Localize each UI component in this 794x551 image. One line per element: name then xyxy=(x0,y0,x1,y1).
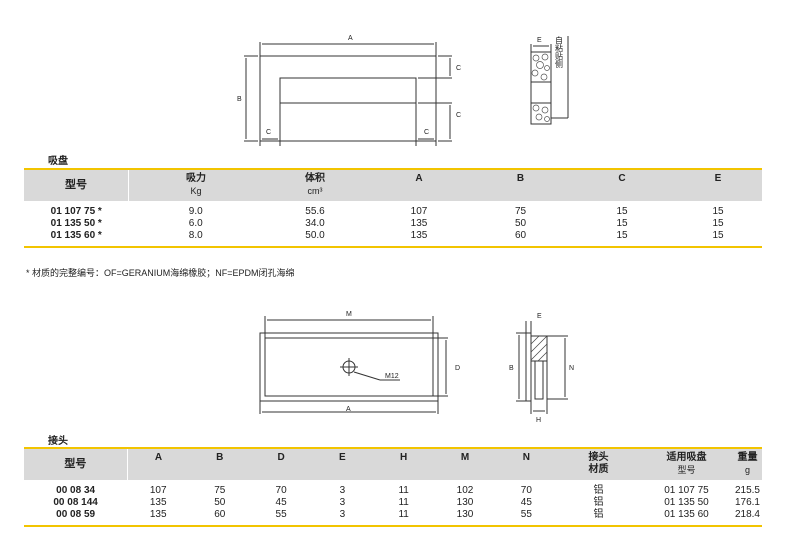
table-row: 00 08 144 135 50 45 3 11 130 45 铝 01 135… xyxy=(53,497,760,508)
connector-outer-outline xyxy=(259,332,439,402)
conn-dim-b-label: B xyxy=(509,365,514,372)
col-header: B xyxy=(216,452,224,463)
table-row: 01 135 60 * 8.0 50.0 135 60 15 15 xyxy=(50,230,724,241)
dim-c-label-1: C xyxy=(456,65,461,72)
conn-dim-a-label: A xyxy=(346,406,351,413)
dim-d-label: D xyxy=(455,365,460,372)
dim-c-label-3: C xyxy=(266,129,271,136)
table-row: 01 135 50 * 6.0 34.0 135 50 15 15 xyxy=(50,218,724,229)
col-header: D xyxy=(277,452,285,463)
dim-h-label: H xyxy=(536,417,541,424)
cup-outer-outline xyxy=(259,55,437,142)
connector-section-title: 接头 xyxy=(48,436,68,447)
col-header: M xyxy=(460,452,470,463)
adhesive-side-label: 自粘贴侧 xyxy=(555,35,564,69)
boss-hatching xyxy=(530,335,548,362)
table-row: 00 08 59 135 60 55 3 11 130 55 铝 01 135 … xyxy=(56,509,760,520)
dim-a-label: A xyxy=(348,35,353,42)
material-footnote: * 材质的完整编号：OF=GERANIUM海绵橡胶；NF=EPDM闭孔海绵 xyxy=(26,268,295,278)
col-header: A xyxy=(154,452,163,463)
col-header: H xyxy=(400,452,408,463)
dim-c-label-4: C xyxy=(424,129,429,136)
col-header: 型号 xyxy=(24,448,128,480)
thread-label: M12 xyxy=(385,373,399,380)
table-row: 00 08 34 107 75 70 3 11 102 70 铝 01 107 … xyxy=(56,485,760,496)
cup-inner-opening xyxy=(279,77,417,104)
col-header: A xyxy=(415,173,423,184)
col-header: 型号 xyxy=(24,169,129,201)
dim-c-label-2: C xyxy=(456,112,461,119)
dim-b-label: B xyxy=(237,96,242,103)
connector-inner-outline xyxy=(264,337,434,397)
col-header: B xyxy=(516,173,525,184)
dim-m-label: M xyxy=(346,311,352,318)
col-header: E xyxy=(714,173,722,184)
suction-cup-section-title: 吸盘 xyxy=(48,156,68,167)
cup-side-outline xyxy=(530,51,552,125)
table-row: 01 107 75 * 9.0 55.6 107 75 15 15 xyxy=(50,206,724,217)
dim-e-label: E xyxy=(537,37,542,44)
dim-n-label: N xyxy=(569,365,574,372)
col-header: C xyxy=(618,173,626,184)
col-header: 适用吸盘型号 xyxy=(666,452,707,475)
col-header: 接头 材质 xyxy=(588,452,609,475)
col-header: E xyxy=(339,452,346,463)
col-header: N xyxy=(522,452,530,463)
foam-texture xyxy=(531,53,550,122)
conn-dim-e-label: E xyxy=(537,313,542,320)
